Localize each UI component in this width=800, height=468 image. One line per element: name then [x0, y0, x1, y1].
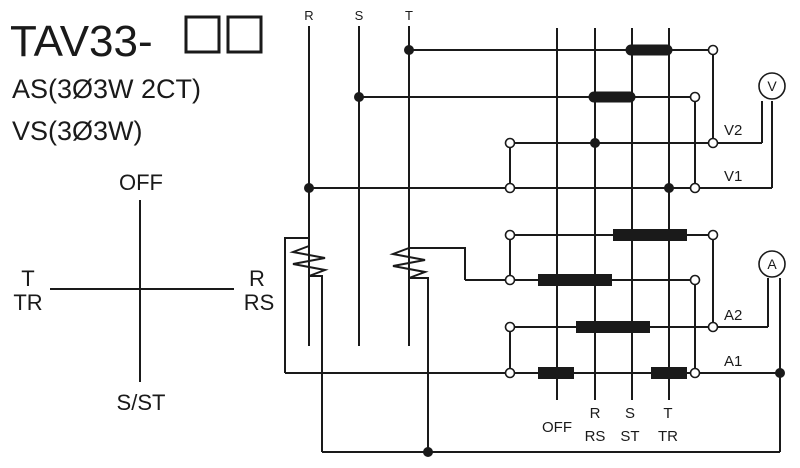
terminal-circle	[707, 137, 719, 149]
terminal-label-a2: A2	[724, 307, 742, 324]
contact-bar-row-6	[538, 274, 612, 286]
terminal-circle	[504, 274, 516, 286]
voltmeter-symbol: V	[758, 72, 786, 100]
phase-label-s: S	[355, 8, 364, 23]
column-label-st: ST	[620, 428, 639, 445]
terminal-label-v1: V1	[724, 168, 742, 185]
terminal-label-v2: V2	[724, 122, 742, 139]
contact-bar-row-8-t	[651, 367, 687, 379]
column-label-off: OFF	[542, 419, 572, 436]
selector-label-right-top: R	[249, 266, 265, 291]
ammeter-label: A	[767, 256, 777, 272]
junction-dot	[775, 368, 785, 378]
junction-dot	[404, 45, 414, 55]
current-transformer-t	[389, 247, 466, 452]
junction-dot	[590, 138, 600, 148]
column-label-tr: TR	[658, 428, 678, 445]
terminal-circle	[707, 321, 719, 333]
terminal-circle	[504, 229, 516, 241]
terminal-circle	[707, 44, 719, 56]
model-code-box-1	[184, 15, 221, 54]
terminal-circle	[707, 229, 719, 241]
terminal-circle	[504, 137, 516, 149]
column-label-t: T	[663, 405, 672, 422]
ammeter-symbol: A	[758, 250, 786, 278]
model-code-box-2	[226, 15, 263, 54]
selector-label-top: OFF	[119, 170, 163, 195]
terminal-circle	[504, 321, 516, 333]
junction-dot	[354, 92, 364, 102]
junction-dot	[664, 183, 674, 193]
terminal-circle	[689, 274, 701, 286]
phase-label-r: R	[304, 8, 313, 23]
contact-bar-row-5	[613, 229, 687, 241]
current-transformer-r	[284, 237, 329, 452]
selector-label-left-bottom: TR	[13, 290, 42, 315]
terminal-label-a1: A1	[724, 353, 742, 370]
terminal-circle	[689, 91, 701, 103]
column-label-s: S	[625, 405, 635, 422]
terminal-circle	[689, 182, 701, 194]
selector-label-bottom: S/ST	[117, 390, 166, 415]
junction-dot	[304, 183, 314, 193]
terminal-circle	[504, 367, 516, 379]
terminal-circle	[689, 367, 701, 379]
column-label-r: R	[590, 405, 601, 422]
voltmeter-label: V	[767, 78, 777, 94]
column-label-rs: RS	[585, 428, 606, 445]
selector-label-left-top: T	[21, 266, 34, 291]
junction-dot	[423, 447, 433, 457]
phase-label-t: T	[405, 8, 413, 23]
terminal-circle	[504, 182, 516, 194]
selector-label-right-bottom: RS	[244, 290, 275, 315]
model-title: TAV33-	[10, 17, 153, 66]
contact-bar-row-8-off	[538, 367, 574, 379]
ammeter-switch-spec: AS(3Ø3W 2CT)	[12, 74, 201, 104]
voltmeter-switch-spec: VS(3Ø3W)	[12, 116, 143, 146]
contact-bar-row-7	[576, 321, 650, 333]
